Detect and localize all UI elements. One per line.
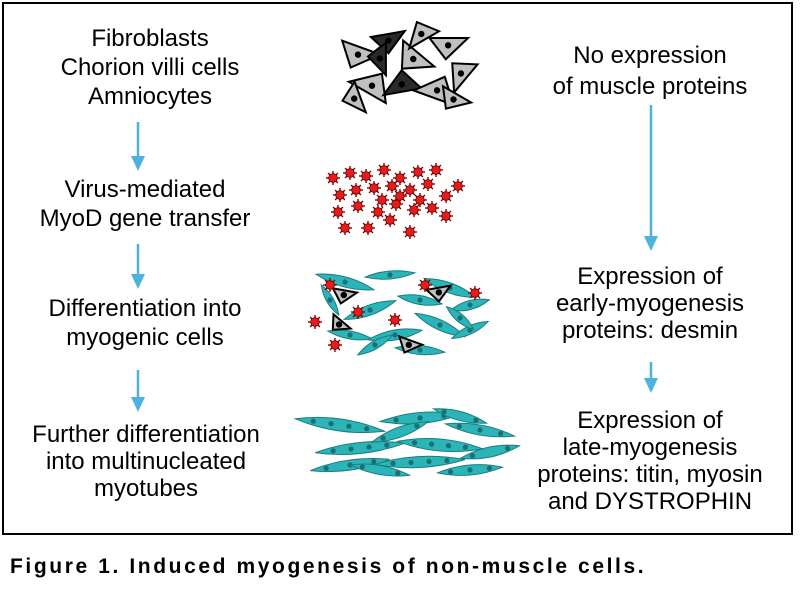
- state-line: of muscle proteins: [552, 73, 748, 100]
- step-line: Amniocytes: [87, 83, 213, 110]
- state-line: Expression of: [577, 407, 723, 434]
- step-line: Fibroblasts: [91, 25, 209, 52]
- state-line: early-myogenesis: [555, 290, 745, 317]
- state-line: proteins: titin, myosin: [537, 461, 763, 488]
- down-arrow-icon: [131, 244, 145, 289]
- down-arrow-icon: [131, 122, 145, 171]
- step-gene-transfer: Virus-mediated MyoD gene transfer: [10, 175, 280, 233]
- down-arrow-icon: [644, 105, 658, 251]
- myotubes-icon: [293, 408, 521, 477]
- fibroblast-cells-icon: [340, 20, 480, 115]
- step-myotubes: Further differentiation into multinuclea…: [8, 421, 284, 502]
- figure-frame: [2, 2, 793, 535]
- state-no-expression: No expression of muscle proteins: [520, 40, 780, 102]
- state-line: No expression: [573, 42, 727, 69]
- virus-particles-icon: [326, 163, 465, 239]
- state-line: and DYSTROPHIN: [547, 488, 753, 515]
- state-late-myogenesis: Expression of late-myogenesis proteins: …: [515, 407, 785, 515]
- step-line: MyoD gene transfer: [39, 205, 251, 232]
- step-line: myogenic cells: [66, 324, 224, 351]
- state-line: Expression of: [577, 263, 723, 290]
- state-early-myogenesis: Expression of early-myogenesis proteins:…: [520, 263, 780, 344]
- step-line: Differentiation into: [48, 295, 242, 322]
- step-line: Further differentiation: [32, 421, 260, 448]
- step-line: Chorion villi cells: [60, 54, 240, 81]
- step-line: myotubes: [93, 475, 199, 502]
- state-line: late-myogenesis: [562, 434, 738, 461]
- step-line: into multinucleated: [45, 448, 247, 475]
- step-line: Virus-mediated: [64, 176, 226, 203]
- step-differentiation: Differentiation into myogenic cells: [10, 294, 280, 352]
- step-source-cells: Fibroblasts Chorion villi cells Amniocyt…: [20, 24, 280, 111]
- state-line: proteins: desmin: [561, 317, 739, 344]
- down-arrow-icon: [644, 362, 658, 393]
- myogenic-cells-icon: [308, 270, 491, 356]
- down-arrow-icon: [131, 370, 145, 412]
- figure-caption: Figure 1. Induced myogenesis of non-musc…: [10, 555, 647, 578]
